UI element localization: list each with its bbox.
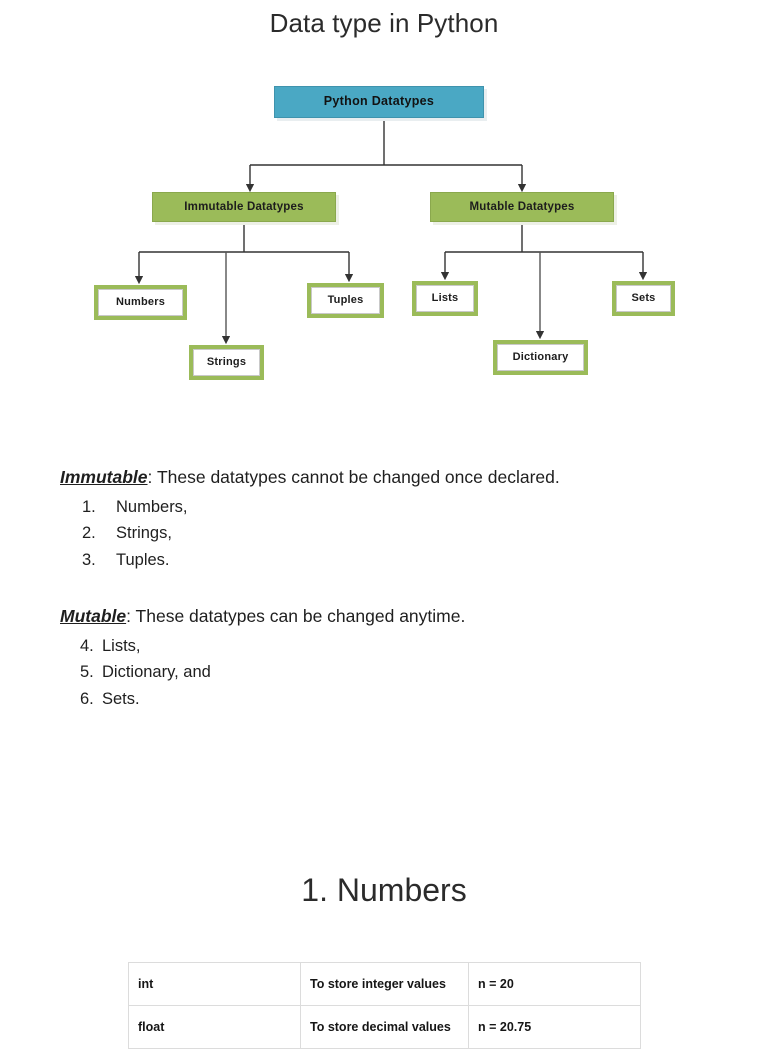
- python-datatypes-diagram: Python Datatypes Immutable Datatypes Mut…: [0, 70, 768, 400]
- diagram-node-dictionary[interactable]: Dictionary: [493, 340, 588, 375]
- list-item: 4. Lists,: [60, 633, 750, 660]
- diagram-node-label: Sets: [616, 285, 671, 312]
- list-item-label: Dictionary, and: [102, 663, 211, 682]
- diagram-node-numbers[interactable]: Numbers: [94, 285, 187, 320]
- diagram-node-label: Tuples: [311, 287, 380, 314]
- table-cell-example: n = 20: [468, 962, 641, 1006]
- diagram-node-immutable-datatypes[interactable]: Immutable Datatypes: [149, 189, 343, 228]
- immutable-lede: Immutable: These datatypes cannot be cha…: [60, 466, 750, 490]
- diagram-node-lists[interactable]: Lists: [412, 281, 478, 316]
- diagram-node-python-datatypes[interactable]: Python Datatypes: [272, 84, 490, 123]
- diagram-node-tuples[interactable]: Tuples: [307, 283, 384, 318]
- diagram-connectors: [134, 118, 648, 345]
- mutable-section: Mutable: These datatypes can be changed …: [60, 605, 750, 713]
- numbers-datatypes-table: int To store integer values n = 20 float…: [128, 962, 641, 1049]
- diagram-node-label: Immutable Datatypes: [184, 200, 304, 213]
- list-item-label: Sets.: [102, 690, 140, 709]
- diagram-node-label: Mutable Datatypes: [469, 200, 575, 213]
- immutable-description: : These datatypes cannot be changed once…: [147, 467, 560, 487]
- list-item: 5. Dictionary, and: [60, 659, 750, 686]
- numbers-section-heading: 1. Numbers: [301, 872, 467, 908]
- diagram-node-label: Lists: [416, 285, 474, 312]
- diagram-node-label: Strings: [193, 349, 260, 376]
- table-row: int To store integer values n = 20: [128, 962, 641, 1006]
- diagram-node-mutable-datatypes[interactable]: Mutable Datatypes: [427, 189, 621, 228]
- immutable-list: 1. Numbers, 2. Strings, 3. Tuples.: [60, 494, 750, 574]
- list-item-number: 6.: [80, 690, 94, 709]
- list-item-number: 4.: [80, 636, 94, 655]
- table-cell-type: int: [128, 962, 301, 1006]
- list-item: 1. Numbers,: [60, 494, 750, 521]
- list-item-label: Tuples.: [116, 551, 170, 570]
- list-item-number: 2.: [82, 524, 96, 543]
- table-cell-purpose: To store decimal values: [300, 1005, 469, 1049]
- table-cell-purpose: To store integer values: [300, 962, 469, 1006]
- list-item-number: 5.: [80, 663, 94, 682]
- list-item: 6. Sets.: [60, 686, 750, 713]
- mutable-list: 4. Lists, 5. Dictionary, and 6. Sets.: [60, 633, 750, 713]
- diagram-node-label: Dictionary: [497, 344, 584, 371]
- diagram-node-label: Numbers: [98, 289, 183, 316]
- diagram-node-sets[interactable]: Sets: [612, 281, 675, 316]
- immutable-term: Immutable: [60, 467, 148, 487]
- table-cell-example: n = 20.75: [468, 1005, 641, 1049]
- list-item-number: 1.: [82, 497, 96, 516]
- mutable-description: : These datatypes can be changed anytime…: [126, 606, 466, 626]
- list-item-label: Strings,: [116, 524, 172, 543]
- list-item: 2. Strings,: [60, 520, 750, 547]
- page-title: Data type in Python: [269, 8, 499, 38]
- table-row: float To store decimal values n = 20.75: [128, 1005, 641, 1049]
- list-item-number: 3.: [82, 551, 96, 570]
- immutable-section: Immutable: These datatypes cannot be cha…: [60, 466, 750, 574]
- table-cell-type: float: [128, 1005, 301, 1049]
- list-item-label: Lists,: [102, 636, 141, 655]
- diagram-node-strings[interactable]: Strings: [189, 345, 264, 380]
- list-item-label: Numbers,: [116, 497, 188, 516]
- list-item: 3. Tuples.: [60, 547, 750, 574]
- mutable-term: Mutable: [60, 606, 127, 626]
- mutable-lede: Mutable: These datatypes can be changed …: [60, 605, 750, 629]
- diagram-node-label: Python Datatypes: [323, 94, 435, 109]
